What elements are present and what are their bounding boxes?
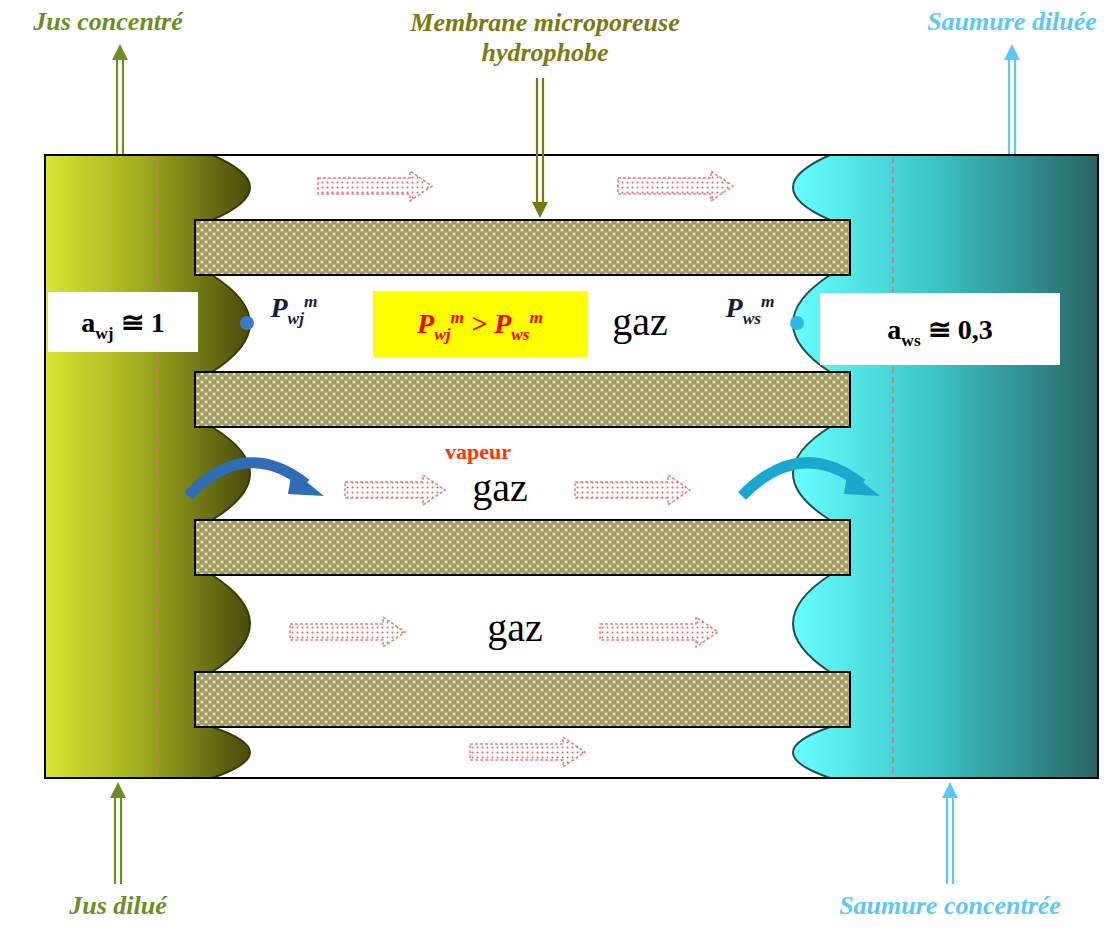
outlet-arrow [1014, 60, 1016, 154]
outlet-arrow [116, 60, 118, 154]
pointer-arrow [542, 78, 544, 202]
box-text: aws ≅ 0,3 [887, 313, 992, 346]
inlet-arrow [114, 798, 116, 884]
box-text: awj ≅ 1 [81, 306, 164, 339]
pointer-arrow [536, 78, 538, 202]
inlet-arrow [110, 782, 126, 798]
interface-point [790, 316, 804, 330]
evaporation-arrow [288, 470, 324, 496]
activity-box: awj ≅ 1 [48, 292, 198, 352]
gas-flow-arrow [575, 475, 690, 505]
pointer-arrow [532, 202, 548, 218]
label-text: gaz [612, 299, 668, 345]
gas-flow-arrow [618, 171, 733, 201]
outlet-arrow [112, 44, 128, 60]
gas-flow-arrow [600, 617, 718, 647]
gas-flow-arrow [318, 171, 432, 201]
boundary-layer-line [156, 157, 158, 776]
condensation-arrow [742, 463, 862, 496]
box-text: Pwjm > Pwsm [417, 308, 543, 340]
label-text: gaz [487, 605, 543, 651]
label-text: Jus dilué [69, 891, 167, 921]
label-text: Saumure concentrée [839, 891, 1061, 921]
inlet-arrow [120, 798, 122, 884]
inlet-arrow [942, 782, 958, 798]
interface-point [240, 316, 254, 330]
membrane-strip [195, 672, 850, 727]
outlet-arrow [1008, 60, 1010, 154]
label-text: Membrane microporeuse hydrophobe [385, 8, 705, 68]
label-text: Pwjm [270, 292, 317, 324]
label-text: gaz [472, 465, 528, 511]
membrane-strip [195, 220, 850, 275]
inlet-arrow [946, 798, 948, 884]
label-text: vapeur [445, 439, 511, 464]
outlet-arrow [1004, 44, 1020, 60]
gas-flow-arrow [470, 737, 585, 767]
membrane-strip [195, 372, 850, 427]
activity-box: aws ≅ 0,3 [820, 293, 1060, 365]
inlet-arrow [952, 798, 954, 884]
evaporation-arrow [188, 463, 306, 496]
condensation-arrow [844, 470, 880, 496]
label-text: Saumure diluée [927, 7, 1097, 37]
label-text: Jus concentré [33, 7, 183, 37]
pressure-box: Pwjm > Pwsm [373, 291, 588, 357]
gas-flow-arrow [345, 475, 445, 505]
label-text: Pwsm [726, 292, 775, 324]
membrane-strip [195, 520, 850, 575]
outlet-arrow [122, 60, 124, 154]
gas-flow-arrow [290, 617, 405, 647]
boundary-layer-line [892, 157, 894, 776]
module-frame [45, 155, 1098, 778]
